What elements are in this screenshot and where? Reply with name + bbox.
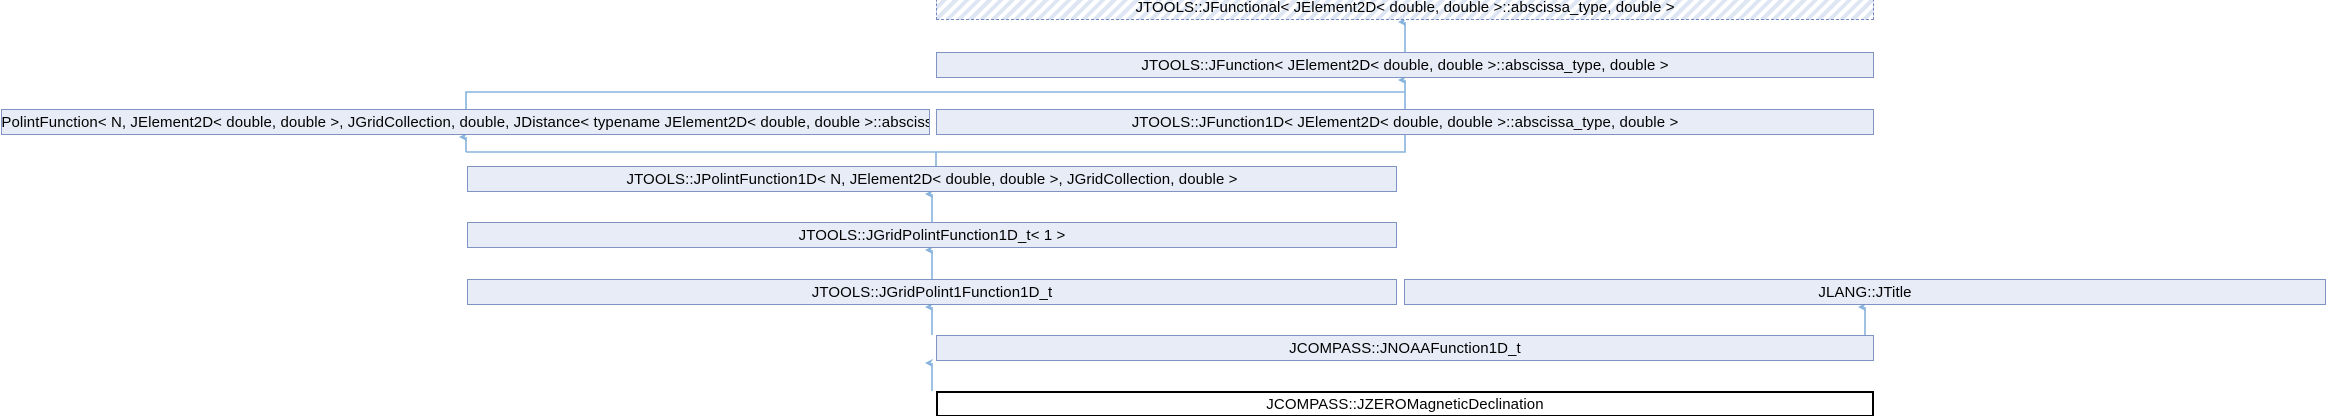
class-node-jfunctional[interactable]: JTOOLS::JFunctional< JElement2D< double,… (936, 0, 1874, 20)
class-node-jpolintfunction1d[interactable]: JTOOLS::JPolintFunction1D< N, JElement2D… (467, 166, 1397, 192)
edge-jpolintfunction1d-riser (466, 151, 937, 166)
class-node-label: JCOMPASS::JZEROMagneticDeclination (1266, 395, 1544, 413)
class-node-jnoaafunction1d-t[interactable]: JCOMPASS::JNOAAFunction1D_t (936, 335, 1874, 361)
class-node-jfunction1d[interactable]: JTOOLS::JFunction1D< JElement2D< double,… (936, 109, 1874, 135)
class-node-label: JTOOLS::JPolintFunction1D< N, JElement2D… (626, 170, 1238, 188)
edge-jpolintfunction-to-jfunction (465, 91, 1405, 109)
class-node-label: JTOOLS::JFunctional< JElement2D< double,… (1135, 0, 1675, 16)
class-node-jzeromagneticdeclination[interactable]: JCOMPASS::JZEROMagneticDeclination (936, 391, 1874, 416)
class-node-label: JTOOLS::JPolintFunction< N, JElement2D< … (1, 113, 929, 131)
class-node-jfunction[interactable]: JTOOLS::JFunction< JElement2D< double, d… (936, 52, 1874, 78)
class-node-label: JLANG::JTitle (1818, 283, 1912, 301)
edge-jfunction1d-down (936, 135, 1406, 153)
class-node-label: JTOOLS::JGridPolint1Function1D_t (811, 283, 1053, 301)
class-node-label: JTOOLS::JFunction< JElement2D< double, d… (1141, 56, 1669, 74)
class-node-jgridpolintfunction1d-t[interactable]: JTOOLS::JGridPolintFunction1D_t< 1 > (467, 222, 1397, 248)
class-node-jpolintfunction[interactable]: JTOOLS::JPolintFunction< N, JElement2D< … (1, 109, 930, 135)
class-node-label: JCOMPASS::JNOAAFunction1D_t (1289, 339, 1521, 357)
class-node-jgridpolint1function1d-t[interactable]: JTOOLS::JGridPolint1Function1D_t (467, 279, 1397, 305)
class-node-jtitle[interactable]: JLANG::JTitle (1404, 279, 2326, 305)
class-node-label: JTOOLS::JGridPolintFunction1D_t< 1 > (798, 226, 1066, 244)
class-node-label: JTOOLS::JFunction1D< JElement2D< double,… (1131, 113, 1679, 131)
